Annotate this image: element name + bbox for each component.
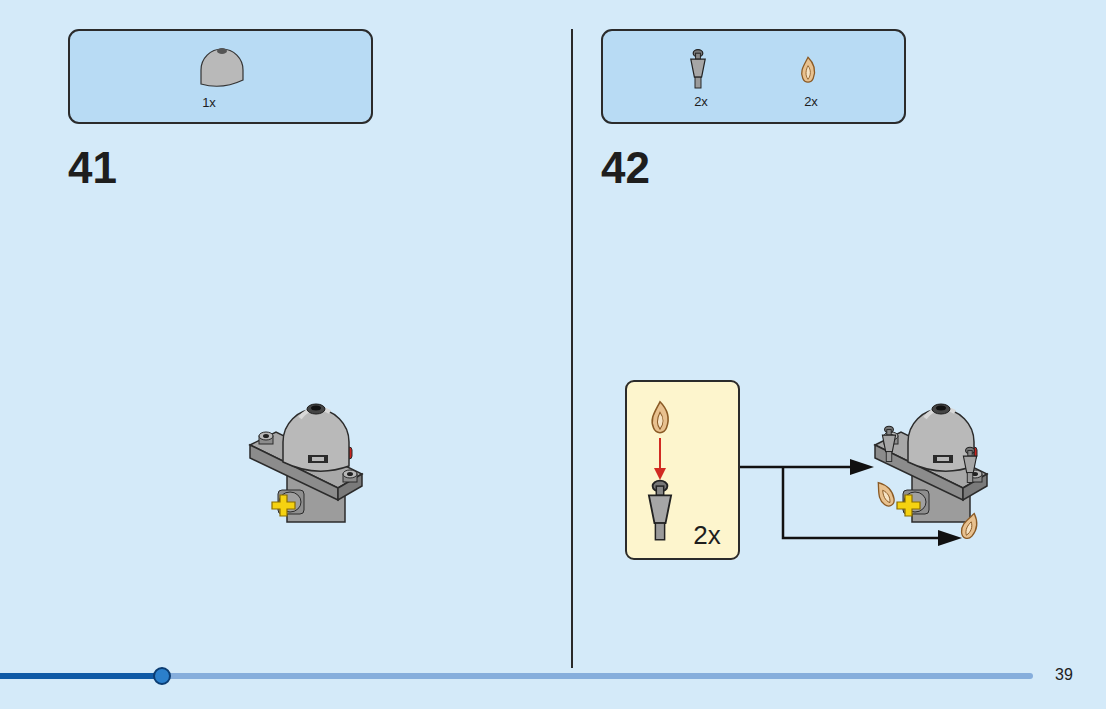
page-number: 39 — [1055, 667, 1073, 683]
parts-callout: 1x — [68, 29, 373, 124]
quantity-label: 2x — [694, 95, 708, 108]
step-number: 41 — [68, 146, 117, 190]
quantity-label: 2x — [693, 522, 720, 548]
step-number: 42 — [601, 146, 650, 190]
quantity-label: 1x — [202, 96, 216, 109]
subassembly-box: 2x — [625, 380, 740, 560]
quantity-label: 2x — [804, 95, 818, 108]
parts-callout: 2x 2x — [601, 29, 906, 124]
